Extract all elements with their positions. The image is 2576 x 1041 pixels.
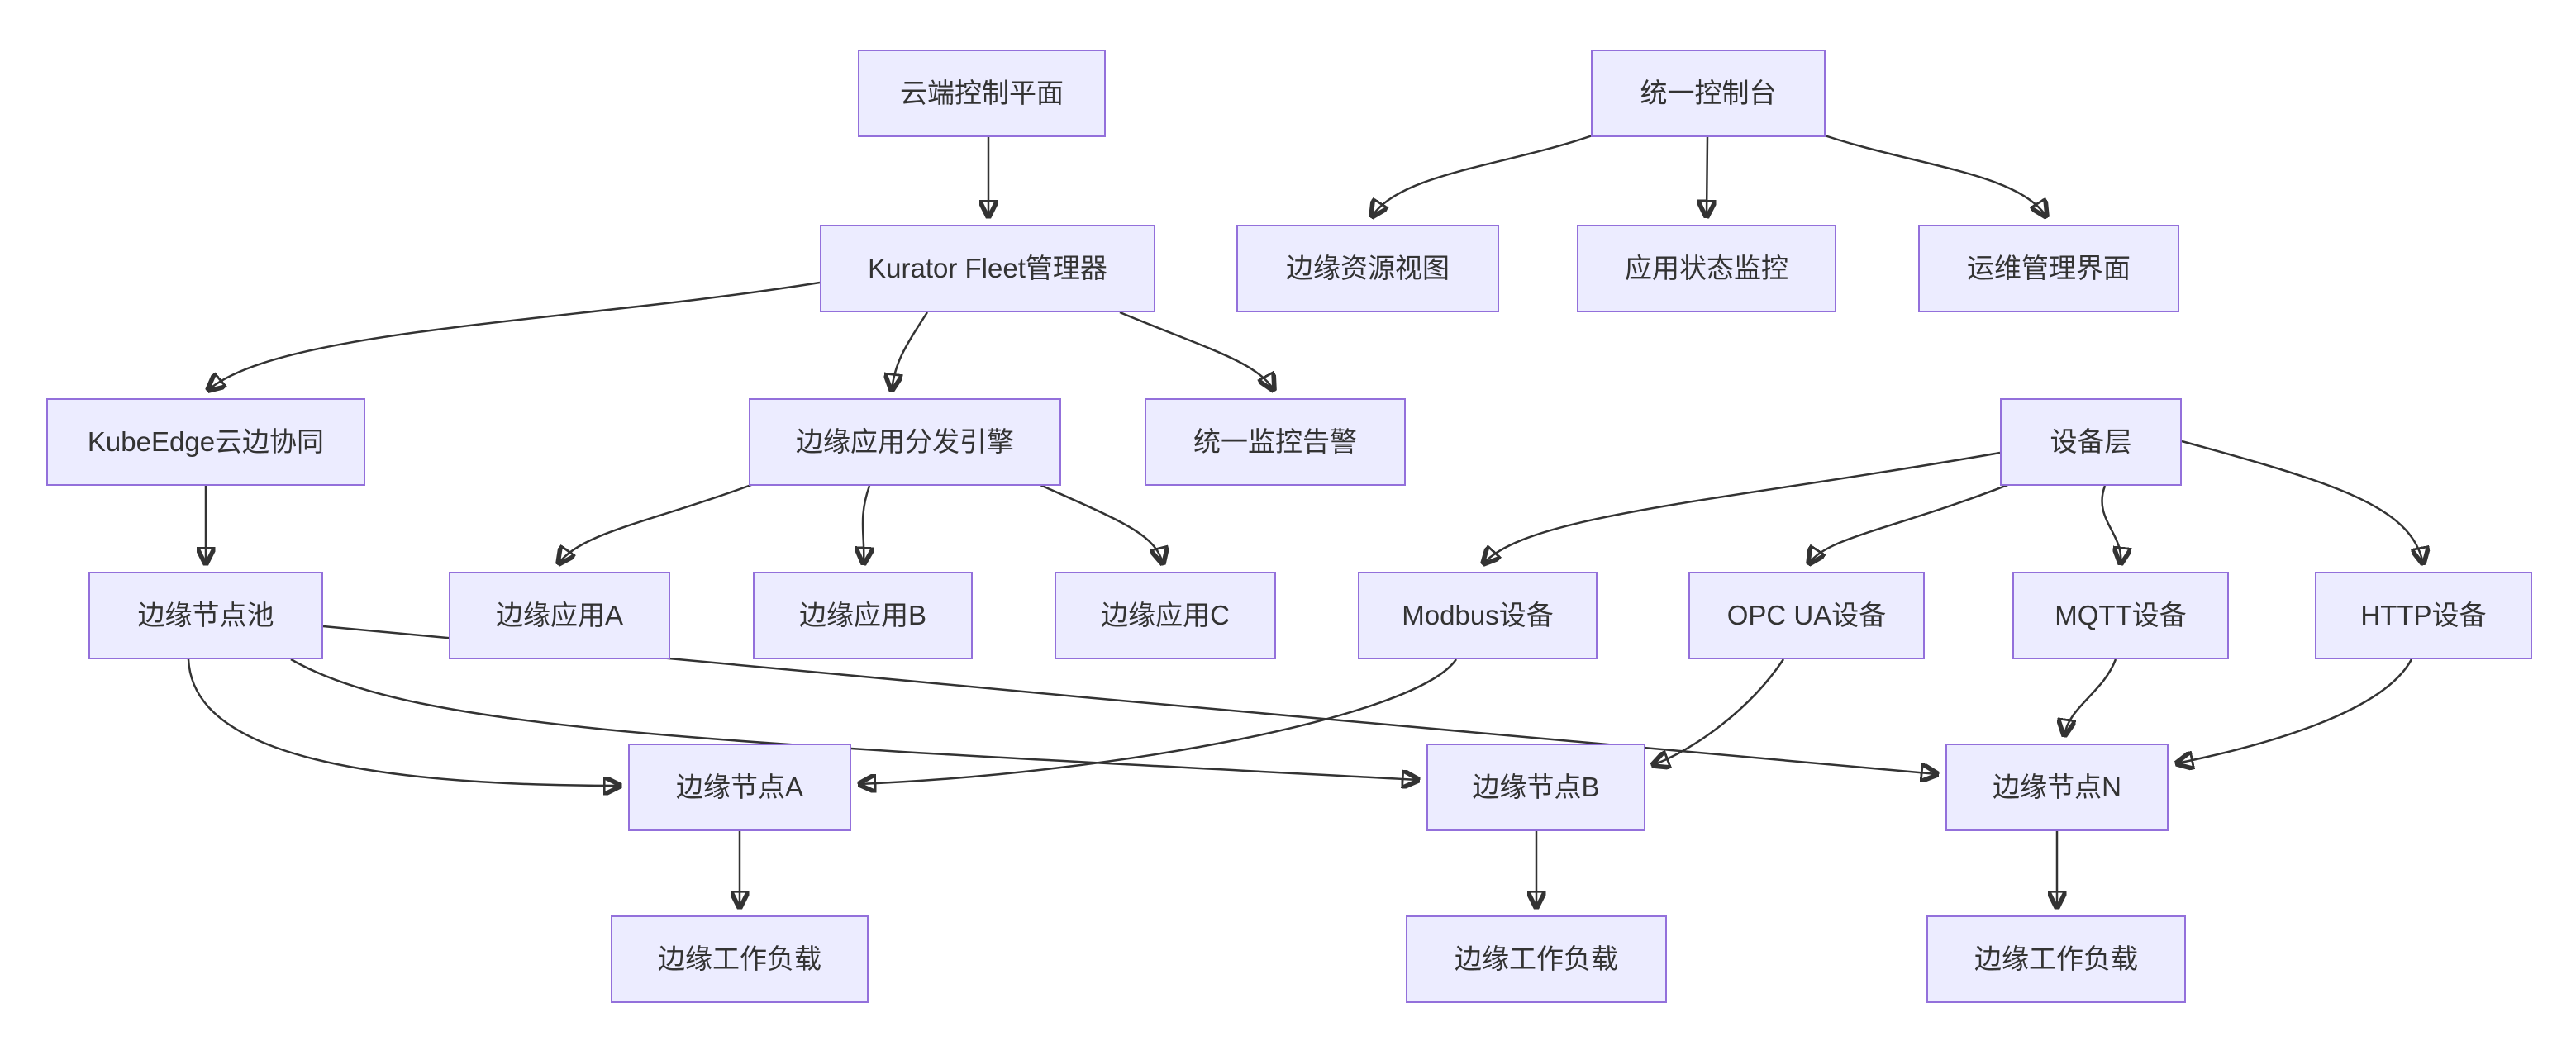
node-edge-app-b: 边缘应用B <box>753 572 973 659</box>
node-label: 边缘应用A <box>495 600 623 631</box>
node-label: 边缘工作负载 <box>1455 944 1618 975</box>
node-device-layer: 设备层 <box>2000 398 2182 486</box>
edge-kurator-to-kubeedge <box>208 281 821 390</box>
edge-device-layer-to-modbus <box>1483 451 2001 563</box>
edge-kurator-to-monitor-alert <box>1119 311 1274 390</box>
edge-console-to-ops-ui <box>1814 131 2046 216</box>
node-label: 边缘节点N <box>1993 772 2121 803</box>
node-kurator-fleet-manager: Kurator Fleet管理器 <box>820 225 1155 312</box>
node-edge-workload-a: 边缘工作负载 <box>611 915 869 1003</box>
node-label: 边缘工作负载 <box>1974 944 2138 975</box>
edge-modbus-to-node-a <box>859 658 1458 784</box>
node-label: 边缘节点A <box>675 772 803 803</box>
edge-device-layer-to-http <box>2181 440 2423 563</box>
node-edge-node-b: 边缘节点B <box>1426 744 1645 831</box>
node-edge-node-n: 边缘节点N <box>1945 744 2169 831</box>
edge-kurator-to-dist-engine <box>892 311 929 390</box>
node-kubeedge-cloud-edge-synergy: KubeEdge云边协同 <box>46 398 365 486</box>
node-unified-console: 统一控制台 <box>1591 50 1826 137</box>
node-label: 边缘应用B <box>798 600 926 631</box>
edge-device-layer-to-opcua <box>1809 481 2015 563</box>
edge-node-pool-to-node-b <box>290 658 1418 780</box>
node-label: 统一控制台 <box>1640 78 1777 109</box>
edge-mqtt-to-node-n <box>2064 658 2117 735</box>
node-label: 边缘资源视图 <box>1286 253 1450 284</box>
edge-dist-engine-to-app-c <box>1034 481 1163 563</box>
node-label: 边缘应用分发引擎 <box>796 426 1014 458</box>
node-edge-resource-view: 边缘资源视图 <box>1236 225 1499 312</box>
node-ops-management-ui: 运维管理界面 <box>1918 225 2179 312</box>
node-edge-workload-b: 边缘工作负载 <box>1406 915 1667 1003</box>
node-label: KubeEdge云边协同 <box>87 426 325 458</box>
node-label: Modbus设备 <box>1402 600 1554 631</box>
node-label: 设备层 <box>2050 426 2132 458</box>
node-label: 云端控制平面 <box>900 78 1064 109</box>
node-mqtt-device: MQTT设备 <box>2012 572 2229 659</box>
node-edge-node-a: 边缘节点A <box>628 744 851 831</box>
edge-dist-engine-to-app-a <box>559 481 759 563</box>
edge-http-to-node-n <box>2177 658 2413 763</box>
node-cloud-control-plane: 云端控制平面 <box>858 50 1106 137</box>
node-modbus-device: Modbus设备 <box>1358 572 1598 659</box>
node-app-status-monitor: 应用状态监控 <box>1577 225 1836 312</box>
edge-console-to-resource-view <box>1372 131 1602 216</box>
node-label: 边缘节点池 <box>137 600 274 631</box>
node-edge-app-a: 边缘应用A <box>449 572 670 659</box>
node-label: 统一监控告警 <box>1193 426 1357 458</box>
edge-node-pool-to-node-a <box>187 658 620 786</box>
node-label: OPC UA设备 <box>1726 600 1887 631</box>
edge-opcua-to-node-b <box>1653 658 1785 765</box>
edge-dist-engine-to-app-b <box>863 485 869 563</box>
node-opcua-device: OPC UA设备 <box>1688 572 1925 659</box>
node-label: MQTT设备 <box>2055 600 2187 631</box>
node-unified-monitor-alert: 统一监控告警 <box>1145 398 1406 486</box>
node-edge-node-pool: 边缘节点池 <box>88 572 323 659</box>
edge-device-layer-to-mqtt <box>2101 485 2121 563</box>
node-label: 应用状态监控 <box>1625 253 1788 284</box>
node-http-device: HTTP设备 <box>2315 572 2532 659</box>
node-edge-app-distribution-engine: 边缘应用分发引擎 <box>749 398 1061 486</box>
node-label: Kurator Fleet管理器 <box>868 253 1107 284</box>
node-label: 边缘节点B <box>1472 772 1600 803</box>
node-label: HTTP设备 <box>2360 600 2487 631</box>
node-label: 边缘工作负载 <box>658 944 821 975</box>
node-edge-workload-n: 边缘工作负载 <box>1926 915 2186 1003</box>
node-label: 边缘应用C <box>1101 600 1230 631</box>
node-edge-app-c: 边缘应用C <box>1055 572 1276 659</box>
node-label: 运维管理界面 <box>1967 253 2131 284</box>
